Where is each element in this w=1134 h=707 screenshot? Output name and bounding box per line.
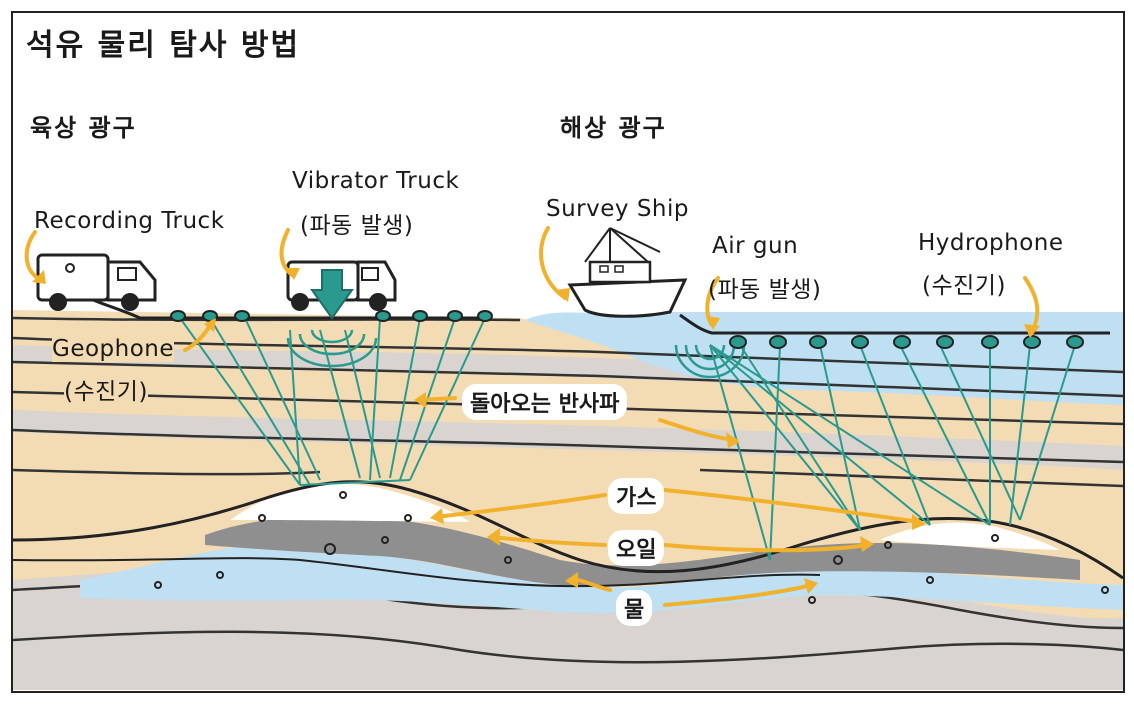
- vibrator-truck-label: Vibrator Truck: [292, 168, 459, 194]
- water-label: 물: [616, 590, 652, 626]
- land-section-label: 육상 광구: [30, 108, 137, 143]
- sea-section-label: 해상 광구: [560, 108, 667, 143]
- air-gun-sub: (파동 발생): [708, 270, 821, 304]
- hydrophone-sub: (수진기): [922, 266, 1006, 300]
- oil-label: 오일: [608, 530, 664, 566]
- reflected-wave-label: 돌아오는 반사파: [462, 384, 627, 420]
- geophone-label: Geophone: [52, 336, 174, 362]
- hydrophone-label: Hydrophone: [918, 230, 1064, 256]
- geophone-sub: (수진기): [64, 372, 148, 406]
- vibrator-truck-sub: (파동 발생): [300, 206, 413, 240]
- gas-label: 가스: [608, 478, 664, 514]
- survey-ship-label: Survey Ship: [546, 196, 689, 222]
- diagram-title: 석유 물리 탐사 방법: [26, 20, 300, 64]
- air-gun-label: Air gun: [712, 233, 798, 259]
- recording-truck-label: Recording Truck: [34, 208, 225, 234]
